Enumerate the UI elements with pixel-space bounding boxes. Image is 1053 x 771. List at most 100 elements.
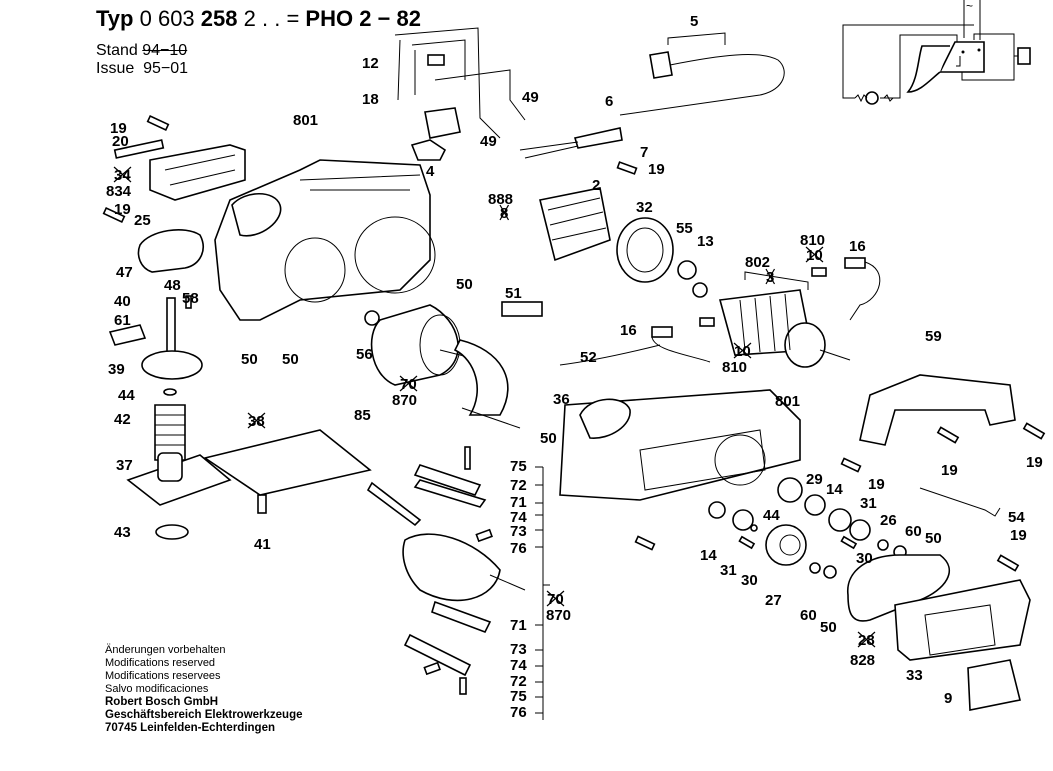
cutter-head-70 xyxy=(364,301,543,429)
part-label-888: 888 xyxy=(488,191,513,208)
footer-line-es: Salvo modificaciones xyxy=(105,683,209,695)
company-division: Geschäftsbereich Elektrowerkzeuge xyxy=(105,709,303,721)
switch-4 xyxy=(394,27,526,161)
part-label-802: 802 xyxy=(745,254,770,271)
part-label-73: 73 xyxy=(510,641,527,658)
issue-label: Issue xyxy=(96,60,135,77)
part-label-71: 71 xyxy=(510,617,527,634)
part-label-37: 37 xyxy=(116,457,133,474)
drive-belt-28 xyxy=(847,554,951,622)
hex-key-54 xyxy=(919,487,1001,517)
footer-notes: Änderungen vorbehalten Modifications res… xyxy=(105,644,303,735)
part-label-29: 29 xyxy=(806,471,823,488)
company-address: 70745 Leinfelden-Echterdingen xyxy=(105,722,275,734)
part-label-49: 49 xyxy=(480,133,497,150)
part-label-16: 16 xyxy=(620,322,637,339)
part-label-75: 75 xyxy=(510,458,527,475)
part-label-19: 19 xyxy=(941,462,958,479)
typ-number-a: 0 603 xyxy=(139,6,195,31)
blade-assembly xyxy=(366,446,526,695)
part-label-44: 44 xyxy=(118,387,135,404)
part-label-60: 60 xyxy=(800,607,817,624)
part-label-810: 810 xyxy=(722,359,747,376)
part-label-31: 31 xyxy=(720,562,737,579)
revision-block: Stand 94−10 Issue 95−01 xyxy=(96,42,188,78)
part-label-42: 42 xyxy=(114,411,131,428)
part-label-6: 6 xyxy=(605,93,613,110)
company-name: Robert Bosch GmbH xyxy=(105,696,219,708)
part-label-76: 76 xyxy=(510,540,527,557)
part-label-60: 60 xyxy=(905,523,922,540)
part-label-801: 801 xyxy=(775,393,800,410)
depth-adjust-assembly xyxy=(108,295,232,540)
housing-801 xyxy=(214,159,436,321)
part-label-14: 14 xyxy=(826,481,843,498)
part-label-50: 50 xyxy=(241,351,258,368)
superseded-cross-mark xyxy=(247,412,266,429)
part-labels: 5121849496471919208013483419254748888823… xyxy=(106,13,1043,721)
wiring-schematic: ~ xyxy=(842,0,1031,105)
part-label-33: 33 xyxy=(906,667,923,684)
stand-value: 94−10 xyxy=(142,42,188,59)
front-handle-34 xyxy=(113,139,246,201)
part-label-47: 47 xyxy=(116,264,133,281)
screw-icons xyxy=(102,114,1046,572)
part-label-85: 85 xyxy=(354,407,371,424)
footer-line-en: Modifications reserved xyxy=(105,657,216,669)
part-label-58: 58 xyxy=(182,290,199,307)
part-label-834: 834 xyxy=(106,183,132,200)
planer-body-801 xyxy=(559,389,801,501)
part-label-26: 26 xyxy=(880,512,897,529)
side-cover-33 xyxy=(894,579,1031,711)
part-label-25: 25 xyxy=(134,212,151,229)
footer-line-de: Änderungen vorbehalten xyxy=(105,644,226,656)
part-label-828: 828 xyxy=(850,652,875,669)
part-label-50: 50 xyxy=(456,276,473,293)
armature-802 xyxy=(718,257,881,368)
part-label-2: 2 xyxy=(592,177,600,194)
base-plate-38 xyxy=(203,429,372,496)
power-cord-5-6 xyxy=(519,32,785,159)
part-label-50: 50 xyxy=(820,619,837,636)
part-label-14: 14 xyxy=(700,547,717,564)
part-label-75: 75 xyxy=(510,688,527,705)
part-label-72: 72 xyxy=(510,673,527,690)
part-label-19: 19 xyxy=(1026,454,1043,471)
part-label-72: 72 xyxy=(510,477,527,494)
typ-number-c: 2 . . = xyxy=(243,6,300,31)
part-label-4: 4 xyxy=(426,163,435,180)
part-label-44: 44 xyxy=(763,507,780,524)
superseded-cross-mark xyxy=(546,590,565,607)
superseded-cross-mark xyxy=(499,204,510,221)
part-label-39: 39 xyxy=(108,361,125,378)
part-label-20: 20 xyxy=(112,133,129,150)
part-label-59: 59 xyxy=(925,328,942,345)
part-label-73: 73 xyxy=(510,523,527,540)
part-label-48: 48 xyxy=(164,277,181,294)
part-label-810: 810 xyxy=(800,232,825,249)
part-label-71: 71 xyxy=(510,494,527,511)
part-label-51: 51 xyxy=(505,285,522,302)
blade-bracket xyxy=(535,466,550,720)
part-label-19: 19 xyxy=(1010,527,1027,544)
superseded-cross-mark xyxy=(113,166,132,183)
part-label-5: 5 xyxy=(690,13,698,30)
belt-cover-59 xyxy=(859,374,1016,446)
carbon-brushes-16 xyxy=(559,317,715,366)
superseded-cross-mark xyxy=(805,246,824,263)
part-label-61: 61 xyxy=(114,312,131,329)
pulleys-gear xyxy=(708,477,907,579)
typ-label: Typ xyxy=(96,6,134,31)
part-label-56: 56 xyxy=(356,346,373,363)
part-label-30: 30 xyxy=(856,550,873,567)
part-label-870: 870 xyxy=(546,607,571,624)
superseded-cross-mark xyxy=(399,375,418,392)
part-label-9: 9 xyxy=(944,690,952,707)
part-label-27: 27 xyxy=(765,592,782,609)
part-label-76: 76 xyxy=(510,704,527,721)
part-label-43: 43 xyxy=(114,524,131,541)
part-label-50: 50 xyxy=(282,351,299,368)
issue-value: 95−01 xyxy=(143,60,189,77)
part-label-7: 7 xyxy=(640,144,648,161)
part-label-18: 18 xyxy=(362,91,379,108)
